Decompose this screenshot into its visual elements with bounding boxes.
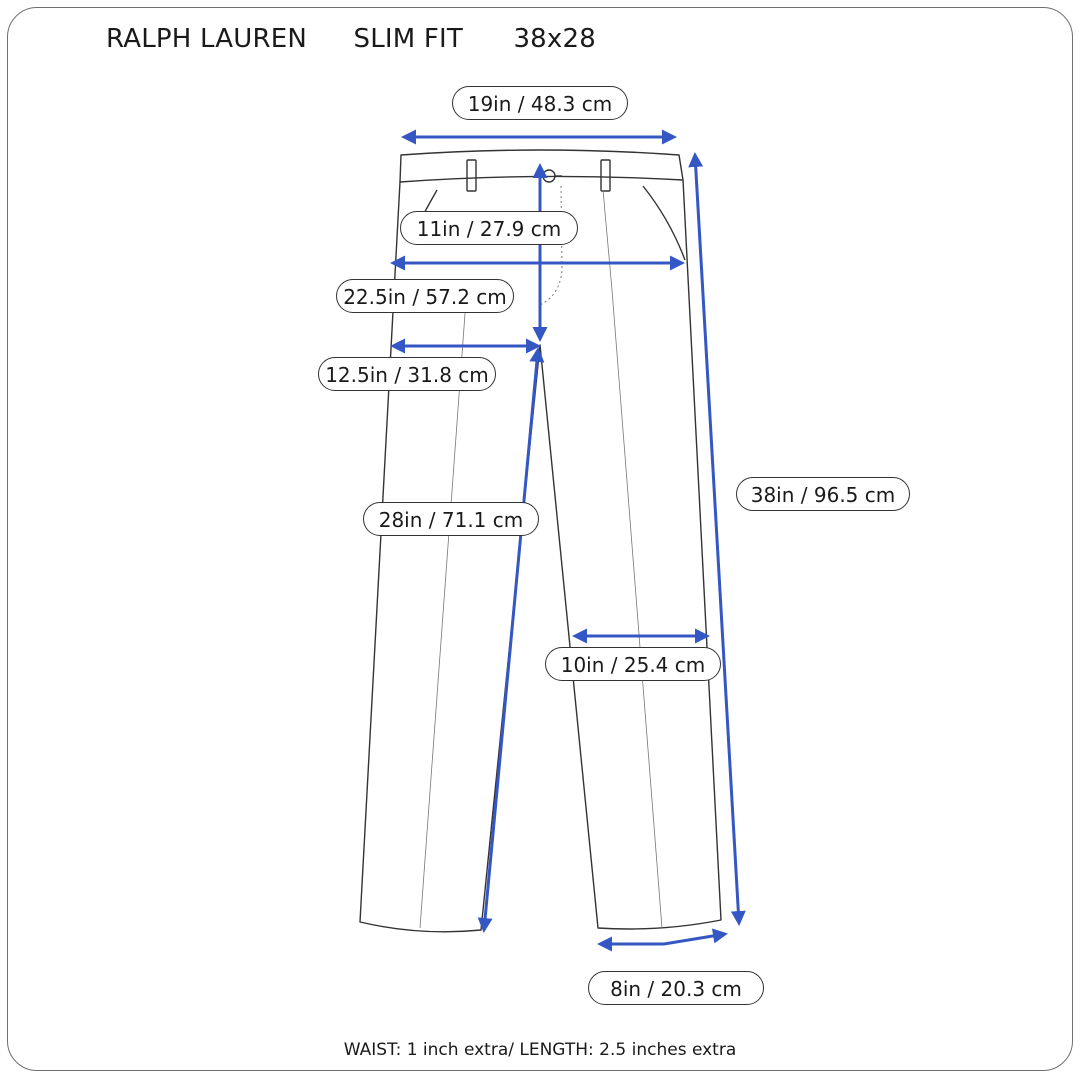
header: RALPH LAUREN SLIM FIT 38x28 <box>106 24 596 54</box>
outseam-label: 38in / 96.5 cm <box>736 477 910 511</box>
leg-opening-arrow <box>597 928 728 952</box>
knee-label: 10in / 25.4 cm <box>545 647 721 681</box>
outseam-arrow <box>688 152 746 926</box>
footnote: WAIST: 1 inch extra/ LENGTH: 2.5 inches … <box>343 1040 737 1060</box>
waist-label: 19in / 48.3 cm <box>452 86 628 120</box>
hip-label: 22.5in / 57.2 cm <box>336 279 514 313</box>
leg-opening-label: 8in / 20.3 cm <box>588 971 764 1005</box>
inseam-arrow <box>477 347 545 933</box>
brand-label: RALPH LAUREN <box>106 24 308 54</box>
crease-right <box>611 289 663 929</box>
crease-left <box>419 299 467 929</box>
inseam-label: 28in / 71.1 cm <box>363 502 539 536</box>
diagram-frame <box>7 7 1073 1071</box>
size-label: 38x28 <box>513 24 596 54</box>
belt-loop-right <box>600 159 611 192</box>
thigh-label: 12.5in / 31.8 cm <box>318 357 496 391</box>
pocket-right <box>642 185 686 261</box>
measurement-arrows <box>390 129 746 952</box>
belt-loop-left <box>466 159 477 192</box>
fit-label: SLIM FIT <box>353 24 463 54</box>
front-rise-label: 11in / 27.9 cm <box>400 211 578 245</box>
